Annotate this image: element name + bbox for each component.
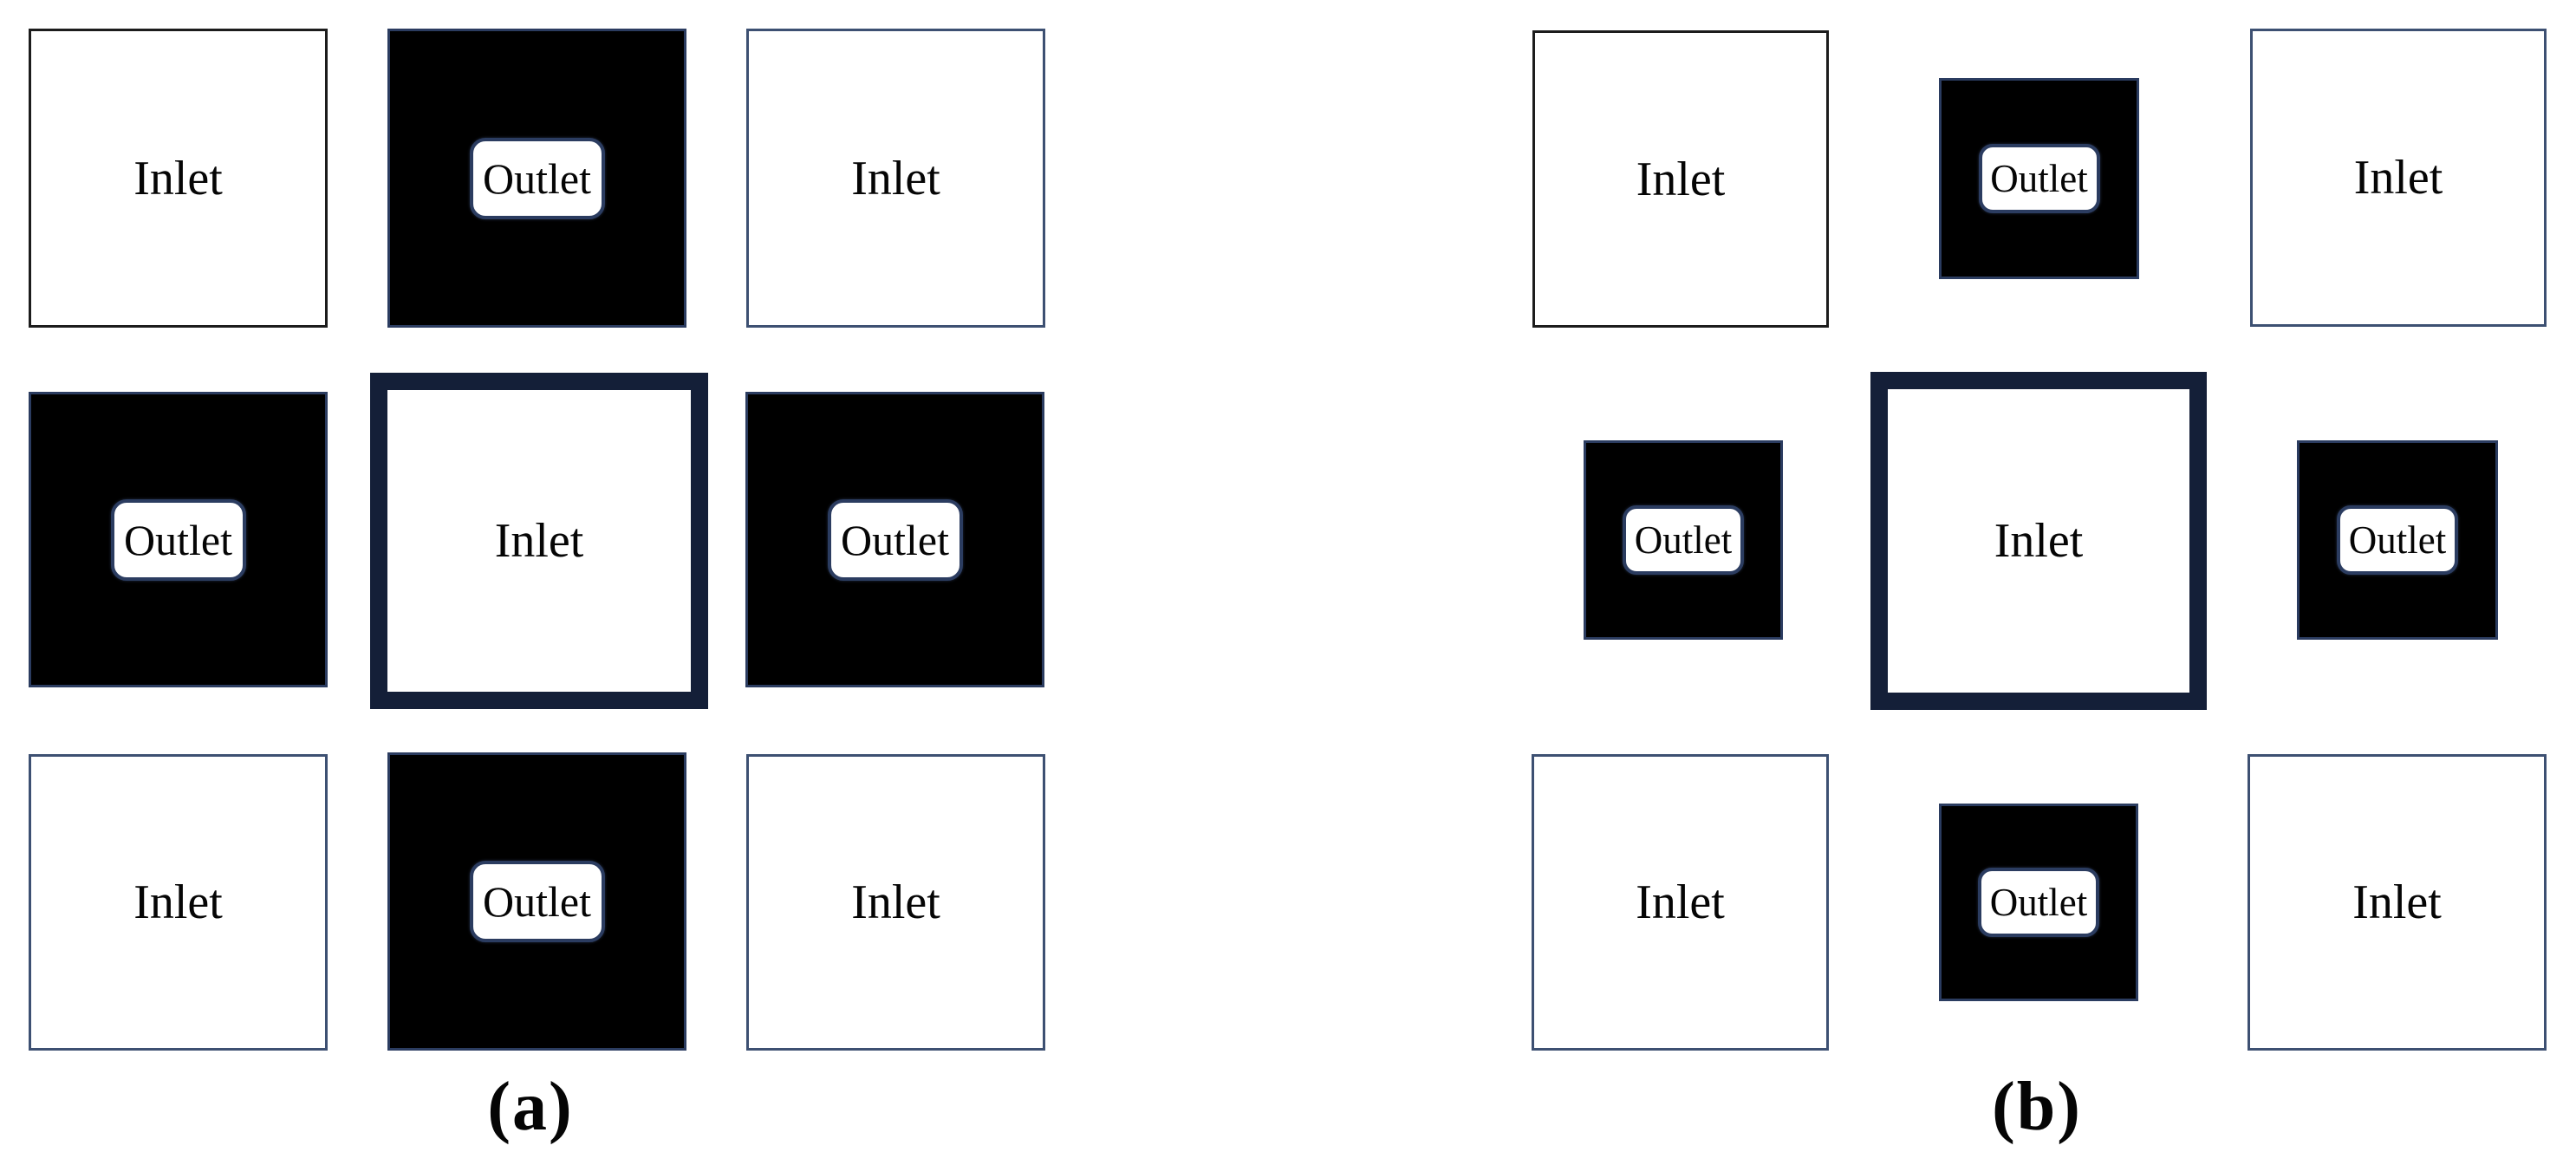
inlet-label: Inlet <box>2352 875 2442 929</box>
outlet-pill: Outlet <box>1623 505 1744 575</box>
inlet-label: Inlet <box>851 875 940 929</box>
inlet-label: Inlet <box>133 151 223 205</box>
inlet-label: Inlet <box>1636 152 1726 206</box>
inlet-label: Inlet <box>2353 151 2443 205</box>
panel-b-outlet-middle-right: Outlet <box>2297 440 2498 640</box>
inlet-label: Inlet <box>133 875 223 929</box>
outlet-pill: Outlet <box>469 861 605 942</box>
panel-b-caption: (b) <box>1992 1069 2082 1145</box>
panel-a-outlet-top-center: Outlet <box>387 29 686 328</box>
inlet-label: Inlet <box>851 151 940 205</box>
panel-a-caption: (a) <box>487 1069 574 1145</box>
panel-b-outlet-top-center: Outlet <box>1939 78 2139 279</box>
outlet-pill: Outlet <box>1978 868 2099 937</box>
outlet-pill: Outlet <box>110 498 246 581</box>
panel-a-inlet-top-right: Inlet <box>746 29 1045 328</box>
outlet-pill: Outlet <box>827 498 963 581</box>
inlet-label: Inlet <box>1636 875 1725 929</box>
panel-a-inlet-bottom-left: Inlet <box>29 754 328 1051</box>
panel-b-inlet-top-right: Inlet <box>2250 29 2547 327</box>
panel-a-inlet-bottom-right: Inlet <box>746 754 1045 1051</box>
panel-b-outlet-middle-left: Outlet <box>1584 440 1783 640</box>
panel-a-inlet-center: Inlet <box>370 373 708 709</box>
panel-b-outlet-bottom-center: Outlet <box>1939 804 2138 1001</box>
panel-a-outlet-middle-left: Outlet <box>29 392 328 687</box>
panel-b-inlet-bottom-right: Inlet <box>2247 754 2547 1051</box>
outlet-pill: Outlet <box>469 137 605 219</box>
panel-b-inlet-bottom-left: Inlet <box>1532 754 1829 1051</box>
panel-a-outlet-middle-right: Outlet <box>745 392 1044 687</box>
outlet-pill: Outlet <box>2337 505 2458 575</box>
panel-a-inlet-top-left: Inlet <box>29 29 328 328</box>
outlet-pill: Outlet <box>1978 144 2100 213</box>
inlet-label: Inlet <box>494 514 584 568</box>
inlet-label: Inlet <box>1994 514 2084 568</box>
panel-b-inlet-top-left: Inlet <box>1532 30 1829 328</box>
panel-b-inlet-center: Inlet <box>1870 372 2207 710</box>
panel-a-outlet-bottom-center: Outlet <box>387 752 686 1051</box>
